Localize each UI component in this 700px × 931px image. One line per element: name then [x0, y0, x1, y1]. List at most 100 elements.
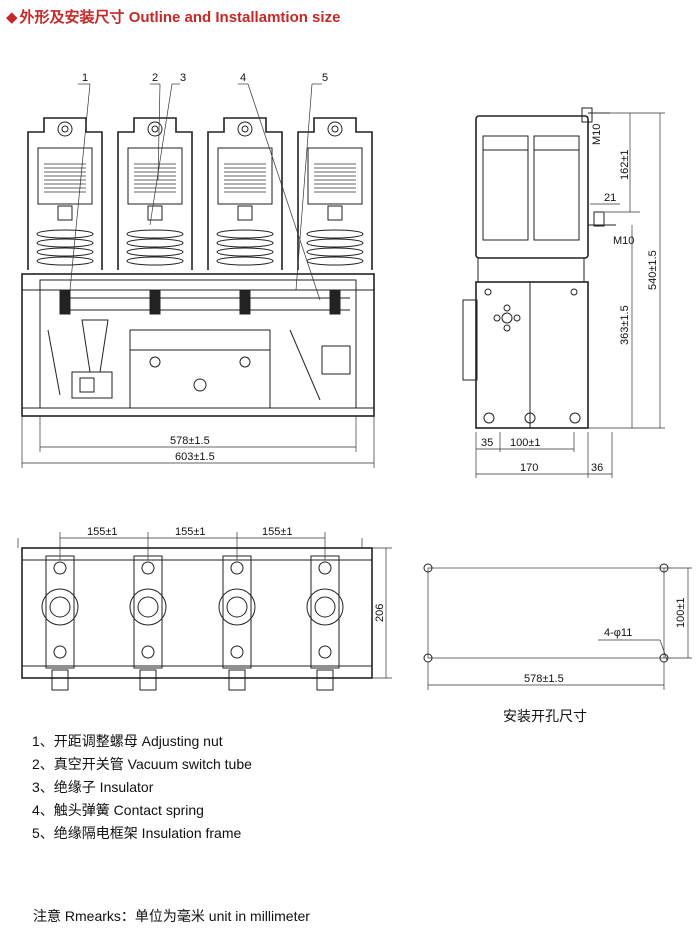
- top-terminal-lower: [141, 645, 155, 659]
- callout-2: 2: [152, 72, 158, 84]
- pole-housing: [117, 117, 193, 270]
- parts-legend: 1、开距调整螺母 Adjusting nut 2、真空开关管 Vacuum sw…: [32, 730, 252, 845]
- top-column-bar: [133, 555, 163, 669]
- upper-housing: [475, 115, 589, 259]
- dim-162: 162±1: [619, 149, 631, 180]
- legend-item-insulator: 3、绝缘子 Insulator: [32, 779, 154, 795]
- top-terminal-upper: [318, 561, 332, 575]
- top-tube-outer: [306, 588, 344, 626]
- contact-spring: [59, 289, 71, 315]
- insulator-shed: [216, 247, 274, 257]
- top-terminal-upper: [230, 561, 244, 575]
- base-frame: [21, 273, 375, 417]
- top-column-bar: [310, 555, 340, 669]
- insulator-shed: [126, 247, 184, 257]
- tube-window: [307, 147, 363, 205]
- legend-item-insulation-frame: 5、绝缘隔电框架 Insulation frame: [32, 825, 242, 841]
- insulator-shed: [36, 238, 94, 248]
- dim-363: 363±1.5: [619, 305, 631, 345]
- dim-hole-diameter: 4-φ11: [604, 627, 632, 639]
- insulation-cone: [81, 319, 109, 373]
- top-column-1: [41, 555, 79, 691]
- top-tube-inner: [137, 596, 159, 618]
- pole-housing: [297, 117, 373, 270]
- tube-window: [37, 147, 93, 205]
- title-bullet: ◆: [6, 9, 18, 26]
- insulator-shed: [306, 256, 364, 266]
- insulator-shed: [36, 247, 94, 257]
- nut: [147, 205, 163, 221]
- callouts: [69, 83, 322, 301]
- tube-window: [127, 147, 183, 205]
- top-column-2: [129, 555, 167, 691]
- pole-4: [297, 117, 373, 315]
- top-tube-outer: [129, 588, 167, 626]
- terminal-ring: [147, 121, 163, 137]
- dim-578-front: 578±1.5: [170, 435, 210, 447]
- contact-spring: [329, 289, 341, 315]
- top-bolt: [139, 669, 157, 691]
- top-tube-outer: [218, 588, 256, 626]
- pole-1: [27, 117, 103, 315]
- contact-spring: [239, 289, 251, 315]
- page-title: ◆外形及安装尺寸 Outline and Installamtion size: [6, 6, 340, 27]
- dim-36: 36: [591, 462, 603, 474]
- insulator-shed: [126, 256, 184, 266]
- hole-outline: [427, 567, 665, 659]
- pole-housing: [27, 117, 103, 270]
- top-tube-inner: [314, 596, 336, 618]
- terminal-ring: [237, 121, 253, 137]
- insulator-shed: [126, 238, 184, 248]
- nut: [237, 205, 253, 221]
- insulator-shed: [216, 229, 274, 239]
- top-column-3: [218, 555, 256, 691]
- dim-m10-mid: M10: [613, 235, 634, 247]
- insulator-shed: [306, 247, 364, 257]
- dim-35: 35: [481, 437, 493, 449]
- pole-3: [207, 117, 283, 315]
- insulator-shed: [306, 238, 364, 248]
- dim-206: 206: [374, 604, 386, 622]
- hole-caption: 安装开孔尺寸: [503, 708, 587, 724]
- callout-4: 4: [240, 72, 246, 84]
- top-terminal-lower: [318, 645, 332, 659]
- insulator-shed: [216, 256, 274, 266]
- lower-housing: [475, 281, 589, 429]
- insulator-shed: [36, 256, 94, 266]
- top-tube-outer: [41, 588, 79, 626]
- top-column-bar: [222, 555, 252, 669]
- top-view: 155±1 155±1 155±1 206: [17, 526, 392, 691]
- pole-housing: [207, 117, 283, 270]
- top-bolt: [228, 669, 246, 691]
- dim-170: 170: [520, 462, 538, 474]
- terminal-hole: [241, 125, 249, 133]
- insulator-shed: [306, 229, 364, 239]
- top-terminal-upper: [53, 561, 67, 575]
- legend-item-vacuum-switch-tube: 2、真空开关管 Vacuum switch tube: [32, 756, 252, 772]
- top-column-4: [306, 555, 344, 691]
- top-terminal-upper: [141, 561, 155, 575]
- dim-100-side: 100±1: [510, 437, 541, 449]
- insulator-shed: [36, 229, 94, 239]
- nut: [57, 205, 73, 221]
- callout-1: 1: [82, 72, 88, 84]
- legend-item-contact-spring: 4、触头弹簧 Contact spring: [32, 802, 204, 818]
- top-tube-inner: [226, 596, 248, 618]
- dim-m10-top: M10: [591, 124, 603, 145]
- top-terminal-lower: [230, 645, 244, 659]
- insulator-shed: [126, 229, 184, 239]
- dim-21: 21: [604, 192, 616, 204]
- top-frame: [21, 547, 373, 679]
- top-column-bar: [45, 555, 75, 669]
- insulator-shed: [216, 238, 274, 248]
- dim-100-holes: 100±1: [675, 597, 687, 628]
- terminal-ring: [327, 121, 343, 137]
- dim-578-holes: 578±1.5: [524, 673, 564, 685]
- callout-3: 3: [180, 72, 186, 84]
- terminal-ring: [57, 121, 73, 137]
- top-bolt: [51, 669, 69, 691]
- inner-frame: [39, 279, 357, 409]
- top-tube-inner: [49, 596, 71, 618]
- top-terminal-lower: [53, 645, 67, 659]
